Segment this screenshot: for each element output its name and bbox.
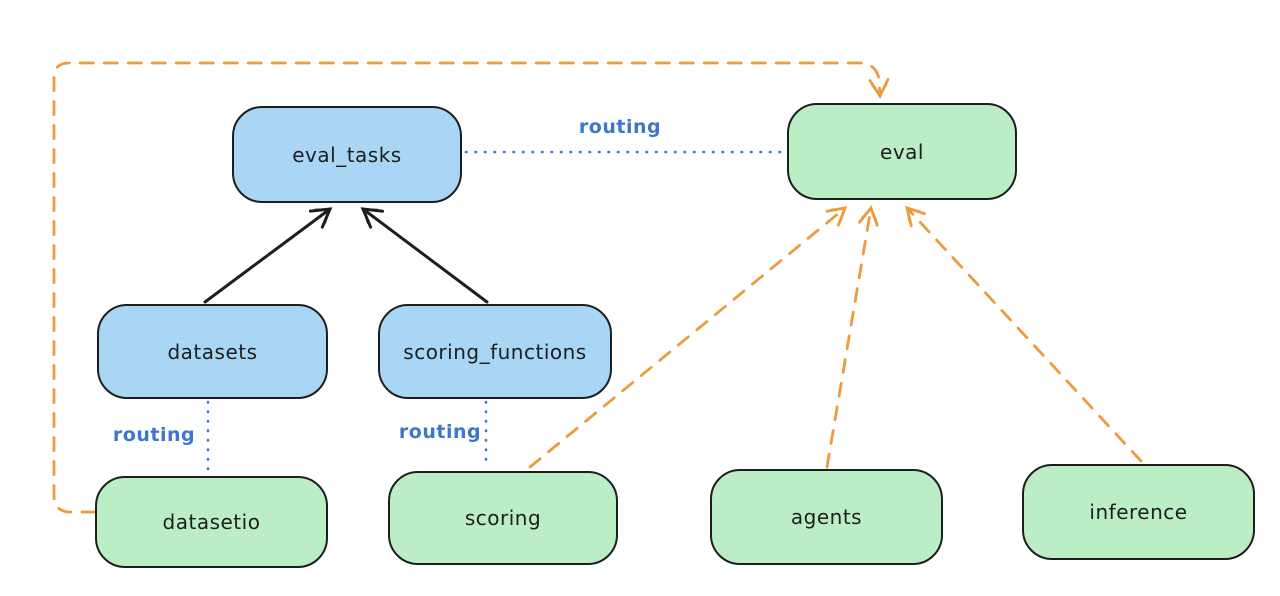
node-scoring-functions-label: scoring_functions [403, 339, 587, 364]
edge-label-routing-datasets-datasetio: routing [112, 424, 196, 446]
node-inference: inference [1022, 464, 1255, 560]
node-datasets: datasets [97, 304, 328, 399]
edge-inference-to-eval [905, 205, 1143, 463]
edge-agents-to-eval [825, 205, 879, 469]
node-datasets-label: datasets [167, 339, 258, 364]
node-scoring-label: scoring [464, 506, 542, 530]
node-datasetio-label: datasetio [162, 510, 261, 534]
node-datasetio: datasetio [95, 476, 328, 568]
node-agents-label: agents [790, 505, 863, 529]
node-scoring-functions: scoring_functions [378, 304, 612, 399]
node-eval-tasks: eval_tasks [232, 106, 462, 203]
edge-datasetio-to-eval [52, 61, 890, 514]
node-scoring: scoring [388, 471, 618, 565]
edge-label-routing-scoring-functions-scoring: routing [398, 421, 482, 443]
node-agents: agents [710, 469, 943, 565]
node-eval-label: eval [880, 139, 924, 164]
edge-label-routing-eval-tasks-eval: routing [578, 116, 662, 138]
edge-scoring-functions-to-eval-tasks [360, 207, 489, 304]
node-eval: eval [787, 103, 1017, 200]
node-eval-tasks-label: eval_tasks [292, 142, 402, 167]
edge-datasets-to-eval-tasks [203, 207, 333, 304]
edge-scoring-to-eval [528, 206, 848, 469]
node-inference-label: inference [1089, 500, 1188, 524]
